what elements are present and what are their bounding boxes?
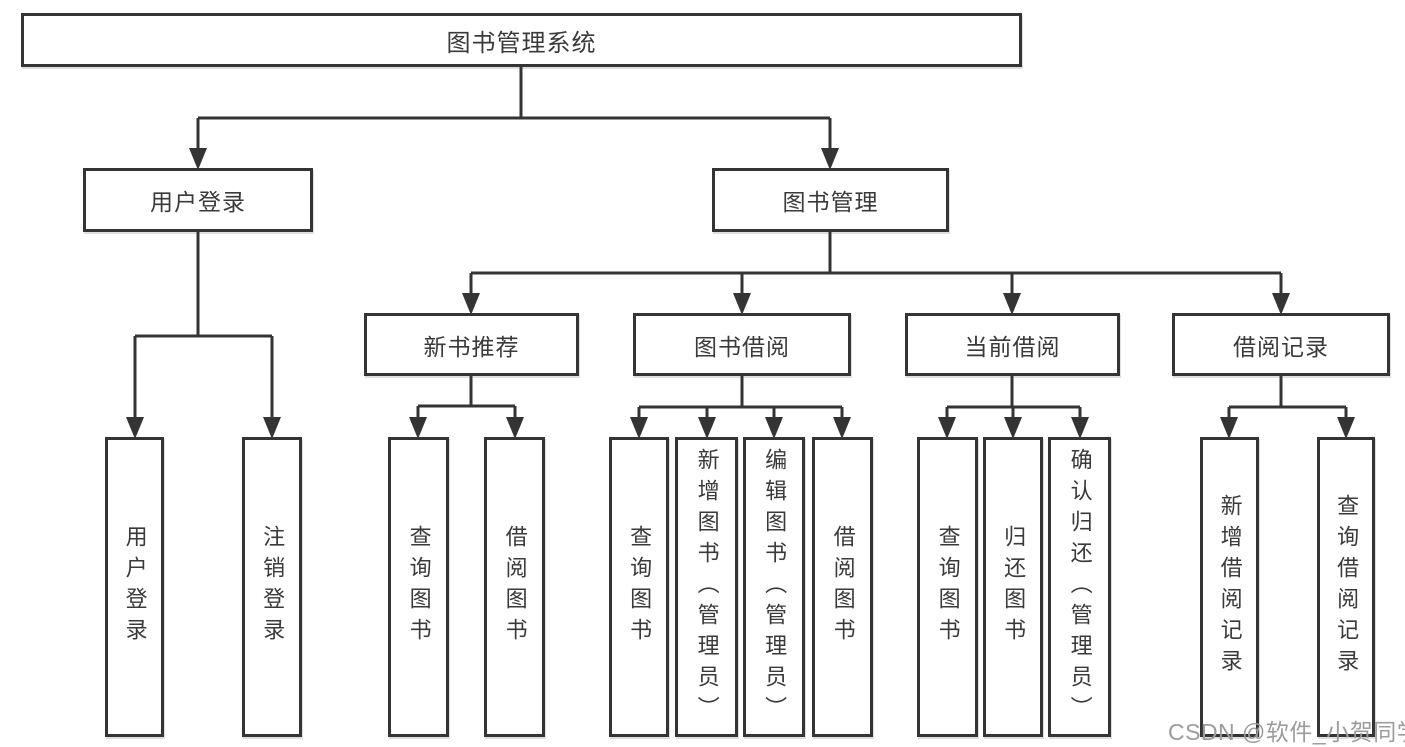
leaf-current-confirm-return-admin: 确认归还（管理员） (1048, 437, 1111, 737)
arrow-down-icon (409, 417, 427, 439)
arrow-down-icon (462, 293, 480, 315)
arrow-down-icon (833, 417, 851, 439)
arrow-down-icon (938, 417, 956, 439)
leaf-records-add-record: 新增借阅记录 (1200, 437, 1259, 737)
node-borrowing-records: 借阅记录 (1172, 313, 1390, 376)
arrow-down-icon (1071, 417, 1089, 439)
arrow-down-icon (733, 293, 751, 315)
node-book-borrowing: 图书借阅 (633, 313, 851, 376)
leaf-newbook-borrow-books: 借阅图书 (484, 437, 545, 737)
leaf-borrow-add-book-admin: 新增图书（管理员） (675, 437, 738, 737)
leaf-current-return-books: 归还图书 (983, 437, 1043, 737)
arrow-down-icon (189, 148, 207, 170)
arrow-down-icon (1272, 293, 1290, 315)
arrow-down-icon (698, 417, 716, 439)
leaf-borrow-edit-book-admin: 编辑图书（管理员） (743, 437, 805, 737)
node-current-borrowing: 当前借阅 (905, 313, 1120, 376)
leaf-newbook-query-books: 查询图书 (388, 437, 449, 737)
arrow-down-icon (765, 417, 783, 439)
arrow-down-icon (1220, 417, 1238, 439)
node-book-management: 图书管理 (712, 168, 949, 232)
arrow-down-icon (263, 417, 281, 439)
csdn-watermark: CSDN @软件_小贺同学 (1168, 719, 1405, 745)
arrow-down-icon (1337, 417, 1355, 439)
arrowheads (126, 148, 1355, 439)
arrow-down-icon (630, 417, 648, 439)
leaf-borrow-query-books: 查询图书 (609, 437, 669, 737)
leaf-records-query-record: 查询借阅记录 (1317, 437, 1375, 737)
node-library-management-system: 图书管理系统 (21, 13, 1022, 67)
leaf-user-login: 用户登录 (105, 437, 164, 737)
arrow-down-icon (126, 417, 144, 439)
node-new-book-recommendation: 新书推荐 (364, 313, 579, 376)
leaf-logout: 注销登录 (242, 437, 302, 737)
arrow-down-icon (821, 148, 839, 170)
leaf-current-query-books: 查询图书 (917, 437, 978, 737)
leaf-borrow-borrow-books: 借阅图书 (812, 437, 873, 737)
arrow-down-icon (1004, 417, 1022, 439)
node-user-login: 用户登录 (83, 168, 313, 232)
arrow-down-icon (506, 417, 524, 439)
arrow-down-icon (1003, 293, 1021, 315)
